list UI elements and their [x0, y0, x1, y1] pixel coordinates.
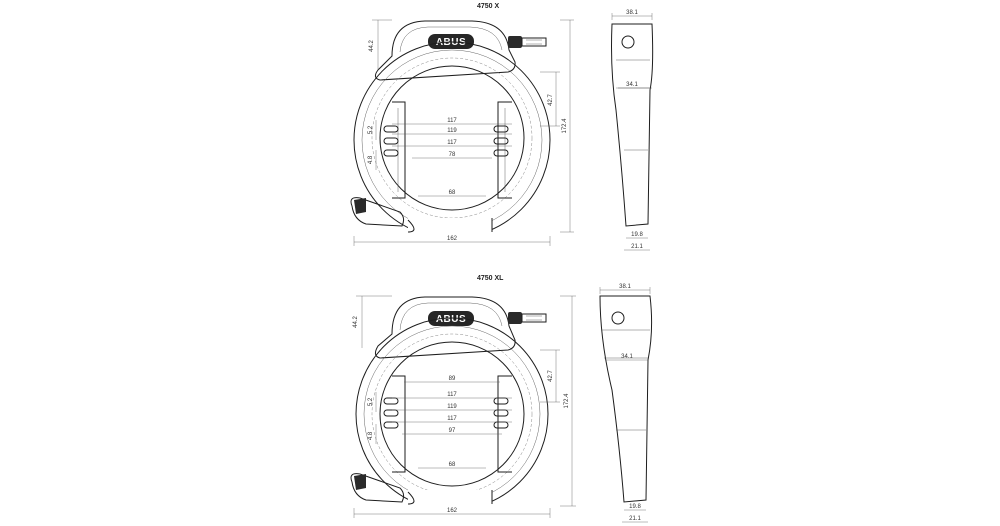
- overall-width-dimension: 162: [353, 236, 551, 246]
- left-bracket: [392, 375, 406, 473]
- vertical-dimensions: 44.2 42.7 172.4: [353, 295, 576, 507]
- ring-opening: [379, 341, 525, 487]
- dim-19-8: 19.8: [631, 232, 643, 238]
- dim-162: 162: [447, 236, 458, 242]
- dim-44-2: 44.2: [353, 316, 359, 328]
- dim-38-1: 38.1: [626, 10, 638, 16]
- inner-dimensions: 117 119 117 78 68: [392, 118, 512, 197]
- dim-97: 97: [449, 428, 456, 434]
- inner-dimensions: 89 117 119 117 97 68: [392, 376, 512, 469]
- ring-ends: [407, 490, 493, 505]
- housing-inner-line: [399, 26, 503, 53]
- side-profile: [611, 23, 654, 227]
- dim-117-b: 117: [447, 416, 457, 422]
- ring-ends: [407, 218, 493, 233]
- dim-68: 68: [449, 462, 456, 468]
- ring-gap-mask: [408, 218, 492, 240]
- dim-44-2: 44.2: [369, 40, 375, 52]
- dim-119: 119: [447, 128, 457, 134]
- left-bracket: [392, 101, 406, 199]
- dim-78: 78: [449, 152, 456, 158]
- dim-89: 89: [449, 376, 456, 382]
- dim-5-2: 5.2: [368, 397, 374, 406]
- view-4750-x: 4750 X ABUS: [350, 3, 654, 251]
- dim-117-a: 117: [447, 392, 457, 398]
- side-keyhole: [611, 311, 625, 325]
- side-profile: [599, 295, 653, 503]
- dim-21-1: 21.1: [629, 516, 641, 522]
- side-view: 38.1 34.1 19.8 21.1: [611, 10, 654, 251]
- dim-4-8: 4.8: [368, 431, 374, 440]
- ring-outer: [355, 317, 549, 511]
- dim-34-1: 34.1: [626, 82, 638, 88]
- dim-19-8: 19.8: [629, 504, 641, 510]
- lever-handle: [350, 473, 405, 503]
- side-view: 38.1 34.1 19.8 21.1: [599, 284, 653, 523]
- lever-handle: [350, 197, 405, 227]
- dim-42-7: 42.7: [548, 370, 554, 382]
- dim-34-1: 34.1: [621, 354, 633, 360]
- side-section-lines: [602, 329, 650, 431]
- side-section-lines: [616, 59, 650, 151]
- overall-width-dimension: 162: [353, 508, 551, 518]
- small-dimensions: 5.2 4.8: [368, 120, 377, 170]
- key-icon: [508, 312, 547, 324]
- side-keyhole: [621, 35, 635, 49]
- dim-42-7: 42.7: [548, 94, 554, 106]
- logo-plate: [428, 34, 474, 49]
- dim-5-2: 5.2: [368, 125, 374, 134]
- mounting-slots: [383, 125, 509, 157]
- right-bracket: [497, 375, 512, 473]
- dim-172-4: 172.4: [564, 393, 570, 409]
- dim-117-a: 117: [447, 118, 457, 124]
- ring-opening: [379, 65, 525, 211]
- dim-162: 162: [447, 508, 458, 514]
- dim-68: 68: [449, 190, 456, 196]
- dim-4-8: 4.8: [368, 155, 374, 164]
- view-title: 4750 X: [477, 3, 500, 10]
- ring-gap-mask: [408, 490, 492, 512]
- front-view: ABUS: [350, 295, 576, 518]
- key-icon: [508, 36, 547, 48]
- lock-housing: [374, 20, 516, 81]
- brand-logo: ABUS: [436, 314, 466, 325]
- view-4750-xl: 4750 XL ABUS: [350, 275, 653, 523]
- dim-21-1: 21.1: [631, 244, 643, 250]
- front-view: ABUS: [350, 19, 574, 246]
- small-dimensions: 5.2 4.8: [368, 392, 377, 444]
- mounting-slots: [383, 397, 509, 429]
- dim-117-b: 117: [447, 140, 457, 146]
- vertical-dimensions: 44.2 42.7 172.4: [369, 19, 574, 233]
- housing-inner-line: [399, 302, 503, 331]
- dim-38-1: 38.1: [619, 284, 631, 290]
- dim-119: 119: [447, 404, 457, 410]
- view-title: 4750 XL: [477, 275, 504, 282]
- ring-outer-inner-line: [363, 325, 541, 503]
- dim-172-4: 172.4: [562, 118, 568, 134]
